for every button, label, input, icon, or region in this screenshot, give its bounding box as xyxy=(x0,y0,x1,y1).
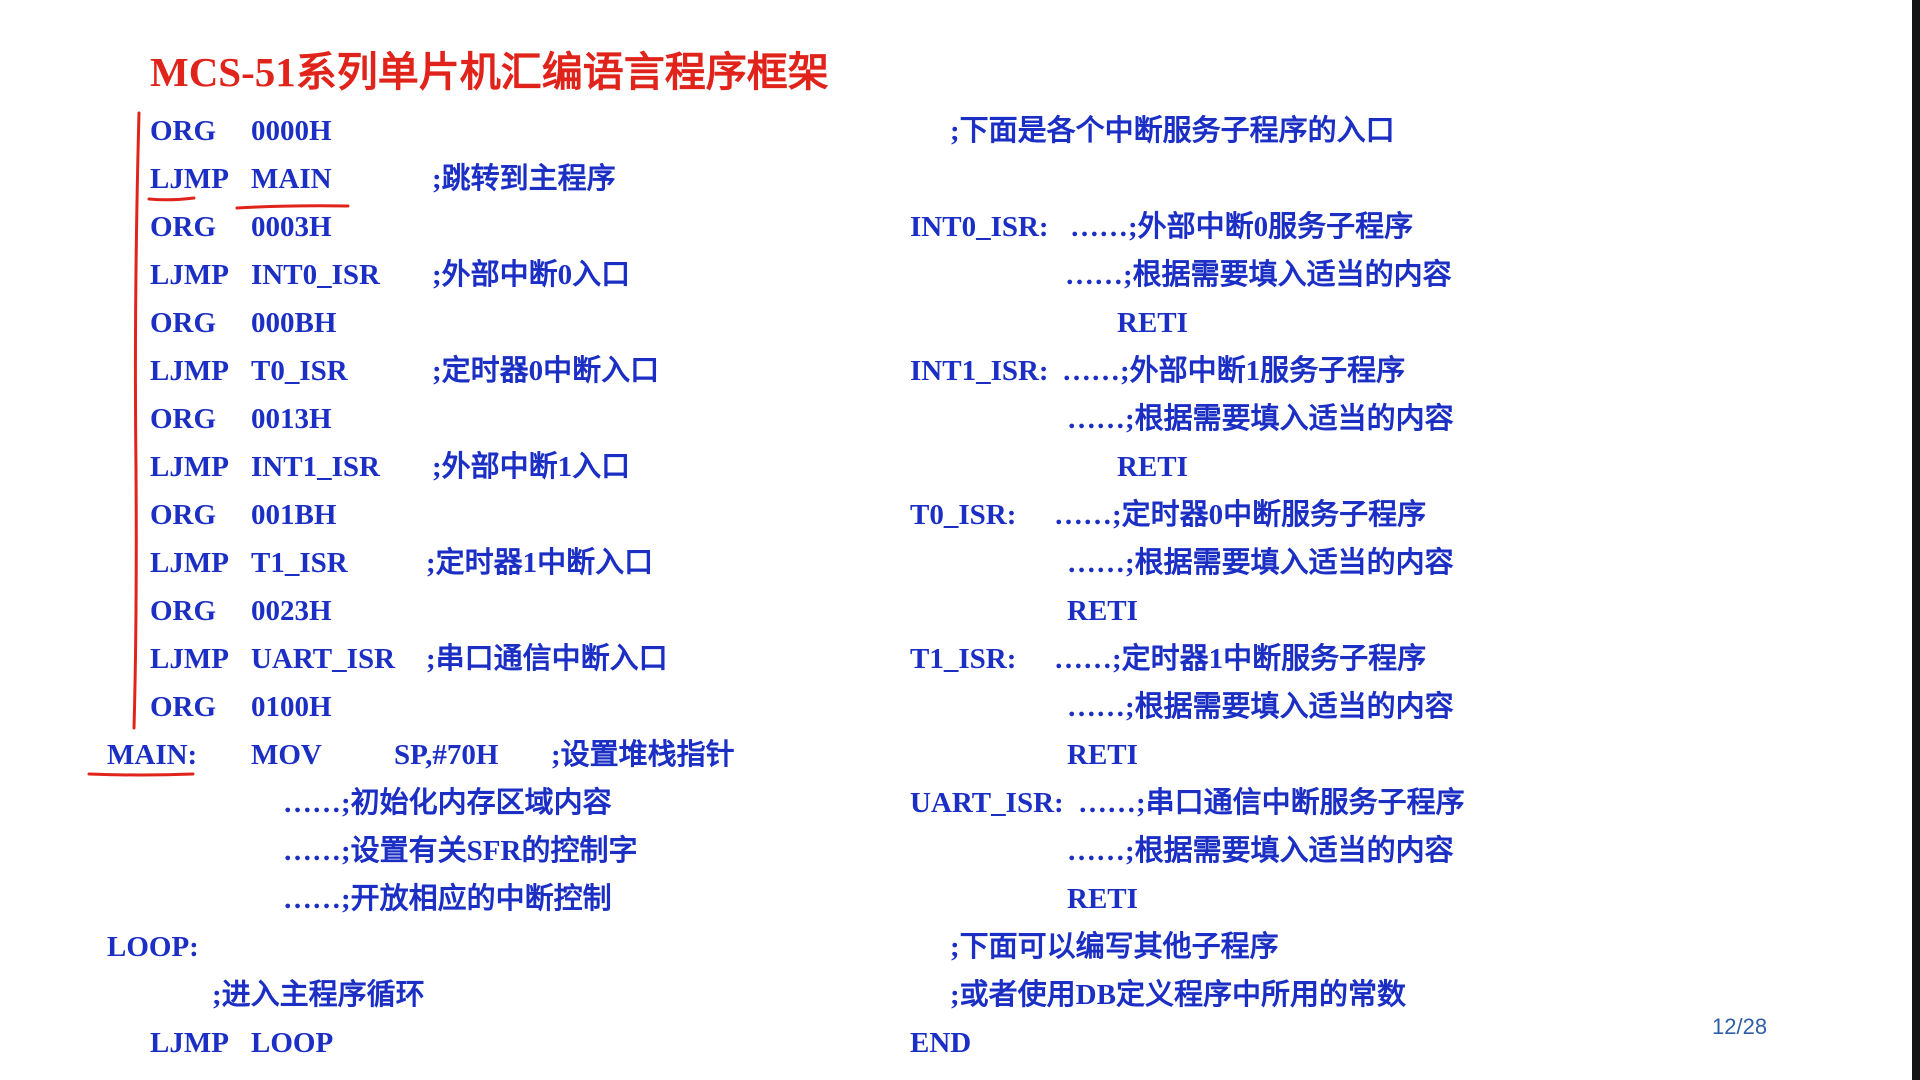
operand: UART_ISR xyxy=(251,643,396,675)
main-label: MAIN: xyxy=(107,739,198,771)
opcode: LJMP xyxy=(150,547,229,579)
operand: 0003H xyxy=(251,211,332,243)
code-comment: ……;根据需要填入适当的内容 xyxy=(1067,691,1454,723)
opcode: LJMP xyxy=(150,451,229,483)
opcode: LJMP xyxy=(150,259,229,291)
opcode: ORG xyxy=(150,115,217,147)
code-comment: ;下面是各个中断服务子程序的入口 xyxy=(950,115,1395,147)
code-comment: ……;根据需要填入适当的内容 xyxy=(1065,259,1452,291)
slide-title: MCS-51系列单片机汇编语言程序框架 xyxy=(150,49,829,95)
isr-label: T0_ISR: xyxy=(910,499,1017,531)
operand: T1_ISR xyxy=(251,547,348,579)
code-comment: ……;设置有关SFR的控制字 xyxy=(283,835,638,867)
code-comment: ;定时器1中断入口 xyxy=(426,547,654,579)
code-comment: ;进入主程序循环 xyxy=(212,979,425,1011)
code-comment: ;设置堆栈指针 xyxy=(551,739,735,771)
operand: 0023H xyxy=(251,595,332,627)
operand: 0100H xyxy=(251,691,332,723)
reti-instruction: RETI xyxy=(1117,307,1188,339)
edge-strip xyxy=(1912,0,1920,1080)
code-comment: ……;定时器1中断服务子程序 xyxy=(1054,643,1427,675)
code-comment: ;下面可以编写其他子程序 xyxy=(950,931,1279,963)
code-comment: ;串口通信中断入口 xyxy=(426,643,668,675)
code-comment: ;定时器0中断入口 xyxy=(432,355,660,387)
opcode: ORG xyxy=(150,499,217,531)
operand: SP,#70H xyxy=(394,739,499,771)
operand: LOOP xyxy=(251,1027,334,1059)
code-comment: ……;外部中断0服务子程序 xyxy=(1070,211,1414,243)
opcode: ORG xyxy=(150,307,217,339)
operand: 001BH xyxy=(251,499,337,531)
operand: MAIN xyxy=(251,163,332,195)
opcode: LJMP xyxy=(150,355,229,387)
opcode: LJMP xyxy=(150,643,229,675)
code-comment: ……;外部中断1服务子程序 xyxy=(1062,355,1406,387)
operand: INT0_ISR xyxy=(251,259,380,291)
page-number: 12/28 xyxy=(1712,1014,1768,1039)
operand: 0000H xyxy=(251,115,332,147)
reti-instruction: RETI xyxy=(1067,595,1138,627)
code-comment: ……;定时器0中断服务子程序 xyxy=(1054,499,1427,531)
code-comment: ;外部中断1入口 xyxy=(432,451,631,483)
code-line: ORG xyxy=(150,107,216,155)
isr-label: INT0_ISR: xyxy=(910,211,1049,243)
annotation-vertical-bracket xyxy=(132,111,141,730)
isr-label: UART_ISR: xyxy=(910,787,1064,819)
code-comment: ……;初始化内存区域内容 xyxy=(283,787,612,819)
code-comment: ……;根据需要填入适当的内容 xyxy=(1067,403,1454,435)
opcode: ORG xyxy=(150,595,217,627)
code-comment: ;外部中断0入口 xyxy=(432,259,631,291)
code-comment: ;跳转到主程序 xyxy=(432,163,616,195)
operand: 000BH xyxy=(251,307,337,339)
opcode: ORG xyxy=(150,211,217,243)
code-comment: ……;根据需要填入适当的内容 xyxy=(1067,835,1454,867)
opcode: ORG xyxy=(150,403,217,435)
opcode: MOV xyxy=(251,739,322,771)
opcode: LJMP xyxy=(150,1027,229,1059)
reti-instruction: RETI xyxy=(1117,451,1188,483)
end-directive: END xyxy=(910,1027,972,1059)
isr-label: T1_ISR: xyxy=(910,643,1017,675)
isr-label: INT1_ISR: xyxy=(910,355,1049,387)
operand: 0013H xyxy=(251,403,332,435)
code-comment: ……;根据需要填入适当的内容 xyxy=(1067,547,1454,579)
opcode: ORG xyxy=(150,691,217,723)
code-comment: ……;串口通信中断服务子程序 xyxy=(1078,787,1465,819)
code-comment: ……;开放相应的中断控制 xyxy=(283,883,612,915)
loop-label: LOOP: xyxy=(107,931,199,963)
operand: INT1_ISR xyxy=(251,451,380,483)
opcode: LJMP xyxy=(150,163,229,195)
operand: T0_ISR xyxy=(251,355,348,387)
reti-instruction: RETI xyxy=(1067,883,1138,915)
reti-instruction: RETI xyxy=(1067,739,1138,771)
code-comment: ;或者使用DB定义程序中所用的常数 xyxy=(950,979,1406,1011)
